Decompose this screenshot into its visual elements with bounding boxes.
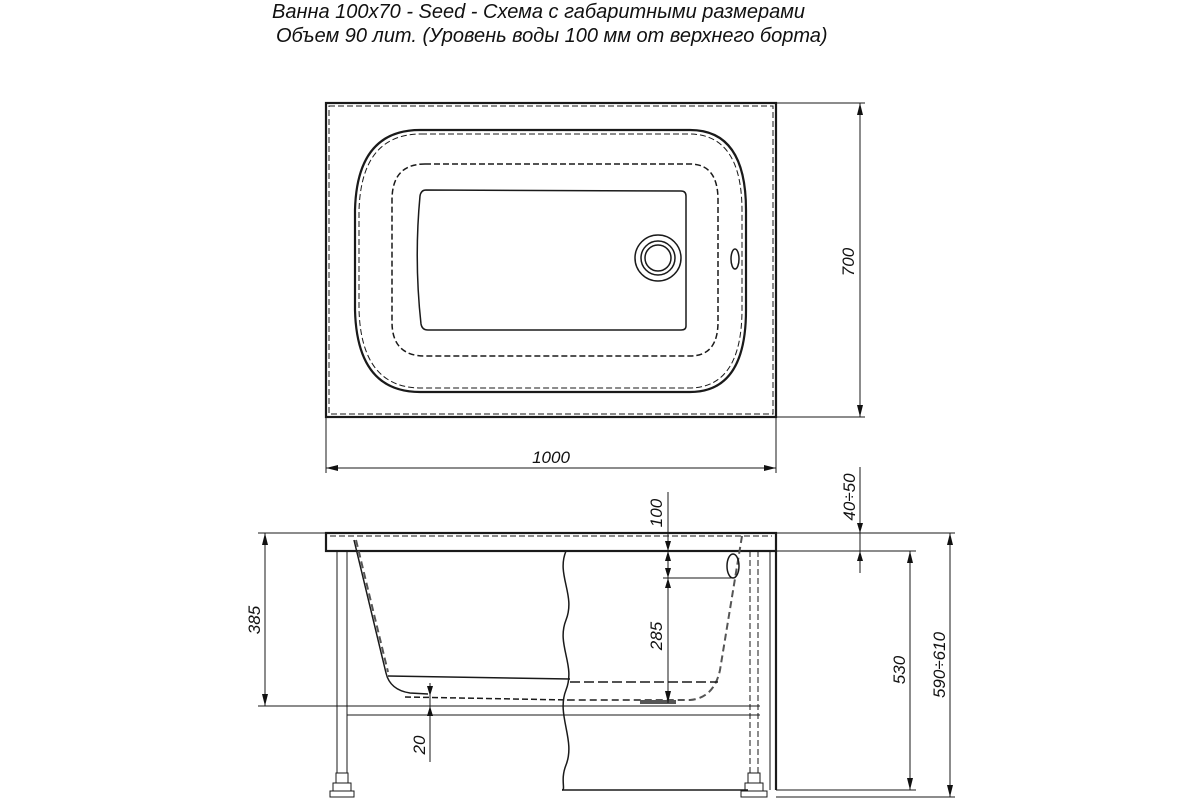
tub-bowl-inner	[391, 163, 719, 357]
total-height-dimension: 590÷610	[776, 533, 955, 798]
panel-height-dimension: 530	[776, 551, 916, 791]
drain-icon	[634, 234, 682, 282]
tub-floor	[416, 189, 687, 331]
left-leg	[329, 550, 355, 798]
rim-height-dimension: 385	[245, 532, 326, 706]
bowl-profile-right	[570, 535, 743, 701]
drain-outlet	[640, 700, 676, 704]
tub-rim-side	[324, 531, 778, 553]
top-view: 1000 700	[324, 101, 865, 473]
total-height-label: 590÷610	[930, 631, 949, 698]
water-level-dimension: 100 285	[647, 492, 732, 703]
right-leg	[740, 551, 768, 798]
tub-bowl-outer	[353, 128, 748, 394]
bottom-thickness-label: 20	[410, 735, 429, 755]
break-line	[561, 550, 570, 791]
rim-thickness-dimension: 40÷50	[776, 467, 955, 573]
overflow-icon	[730, 248, 740, 270]
rim-height-label: 385	[245, 605, 264, 634]
depth-label: 700	[839, 247, 858, 276]
overflow-side-icon	[726, 553, 740, 579]
drawing-title: Ванна 100х70 - Seed - Схема с габаритным…	[272, 1, 806, 23]
tub-outer-rim	[324, 101, 778, 419]
width-label: 1000	[532, 448, 570, 467]
inner-depth-label: 285	[647, 621, 666, 651]
water-level-label: 100	[647, 498, 666, 527]
side-view: 385 20 100 285 40÷50 530	[245, 467, 955, 798]
bottom-thickness-dimension: 20	[410, 683, 433, 762]
rim-thickness-label: 40÷50	[840, 473, 859, 521]
width-dimension: 1000	[325, 417, 777, 473]
drawing-subtitle: Объем 90 лит. (Уровень воды 100 мм от ве…	[276, 25, 828, 47]
depth-dimension: 700	[776, 102, 865, 418]
bowl-profile-left	[353, 539, 429, 695]
panel-height-label: 530	[890, 655, 909, 684]
